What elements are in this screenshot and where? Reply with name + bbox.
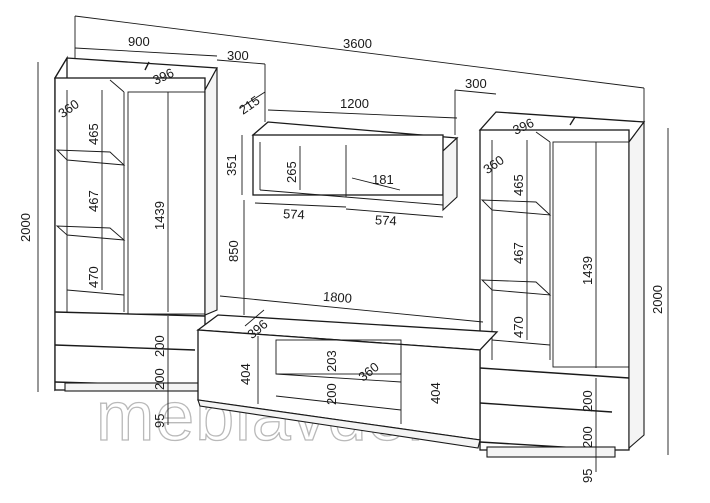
label-left-plinth: 95	[152, 414, 167, 428]
label-shelf-inner-height: 265	[284, 161, 299, 183]
label-right-niche-1: 465	[511, 174, 526, 196]
label-shelf-height: 351	[224, 154, 239, 176]
label-left-niche-3: 470	[86, 266, 101, 288]
label-tv-drawer-height: 200	[324, 383, 339, 405]
label-tv-door-left: 404	[238, 363, 253, 385]
label-right-niche-3: 470	[511, 316, 526, 338]
label-left-gap: 300	[227, 48, 249, 63]
label-left-niche-2: 467	[86, 190, 101, 212]
label-right-height: 2000	[650, 285, 665, 314]
label-left-cabinet-width: 900	[128, 34, 150, 49]
label-left-drawer-1: 200	[152, 335, 167, 357]
tv-stand	[196, 314, 499, 449]
label-left-door-height: 1439	[152, 201, 167, 230]
wall-shelf	[251, 121, 459, 212]
label-shelf-right-section: 574	[375, 212, 397, 228]
label-right-drawer-1: 200	[580, 390, 595, 412]
label-shelf-elevation: 850	[226, 240, 241, 262]
label-left-niche-1: 465	[86, 123, 101, 145]
label-right-door-height: 1439	[580, 256, 595, 285]
label-right-drawer-2: 200	[580, 426, 595, 448]
dimension-lines	[37, 15, 669, 472]
left-cabinet	[53, 55, 219, 392]
label-shelf-left-section: 574	[283, 206, 305, 222]
label-shelf-inner-depth: 181	[372, 172, 394, 187]
label-right-gap: 300	[465, 76, 487, 91]
label-left-height: 2000	[18, 213, 33, 242]
label-shelf-width: 1200	[340, 96, 369, 111]
label-total-width: 3600	[343, 36, 372, 51]
label-left-drawer-2: 200	[152, 368, 167, 390]
label-right-plinth: 95	[580, 469, 595, 483]
right-cabinet	[478, 111, 646, 458]
label-tv-door-right: 404	[428, 382, 443, 404]
label-right-niche-2: 467	[511, 242, 526, 264]
label-tv-niche-height: 203	[324, 350, 339, 372]
label-tv-stand-width: 1800	[323, 289, 353, 306]
